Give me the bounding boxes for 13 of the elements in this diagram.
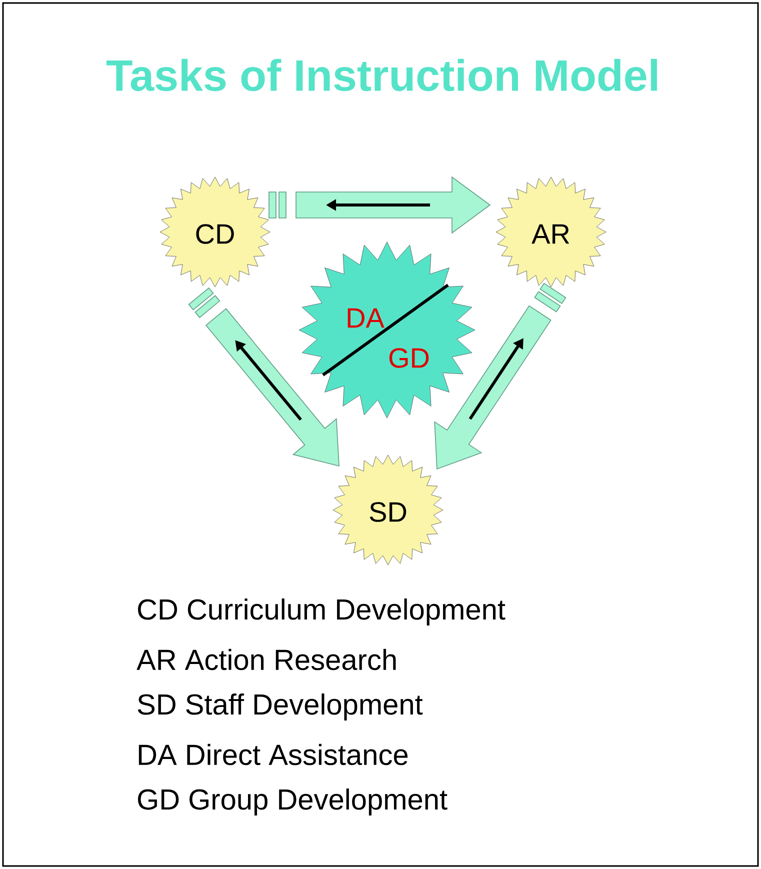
legend-text: SD Staff Development: [138, 693, 423, 721]
starburst: DA GD: [298, 242, 476, 418]
block-arrow: [188, 287, 340, 467]
block-arrow: [268, 176, 491, 234]
legend-text: DA Direct Assistance: [138, 744, 408, 766]
title: Tasks of Instruction Model: [106, 58, 657, 92]
starburst: CD: [160, 176, 270, 288]
starburst: SD: [332, 454, 444, 566]
legend-text: GD Group Development: [138, 788, 448, 816]
legend-text: CD Curriculum Development: [138, 598, 506, 626]
legend-text: AR Action Research: [136, 648, 396, 670]
block-arrow: [434, 282, 566, 470]
starburst: AR: [496, 176, 606, 288]
